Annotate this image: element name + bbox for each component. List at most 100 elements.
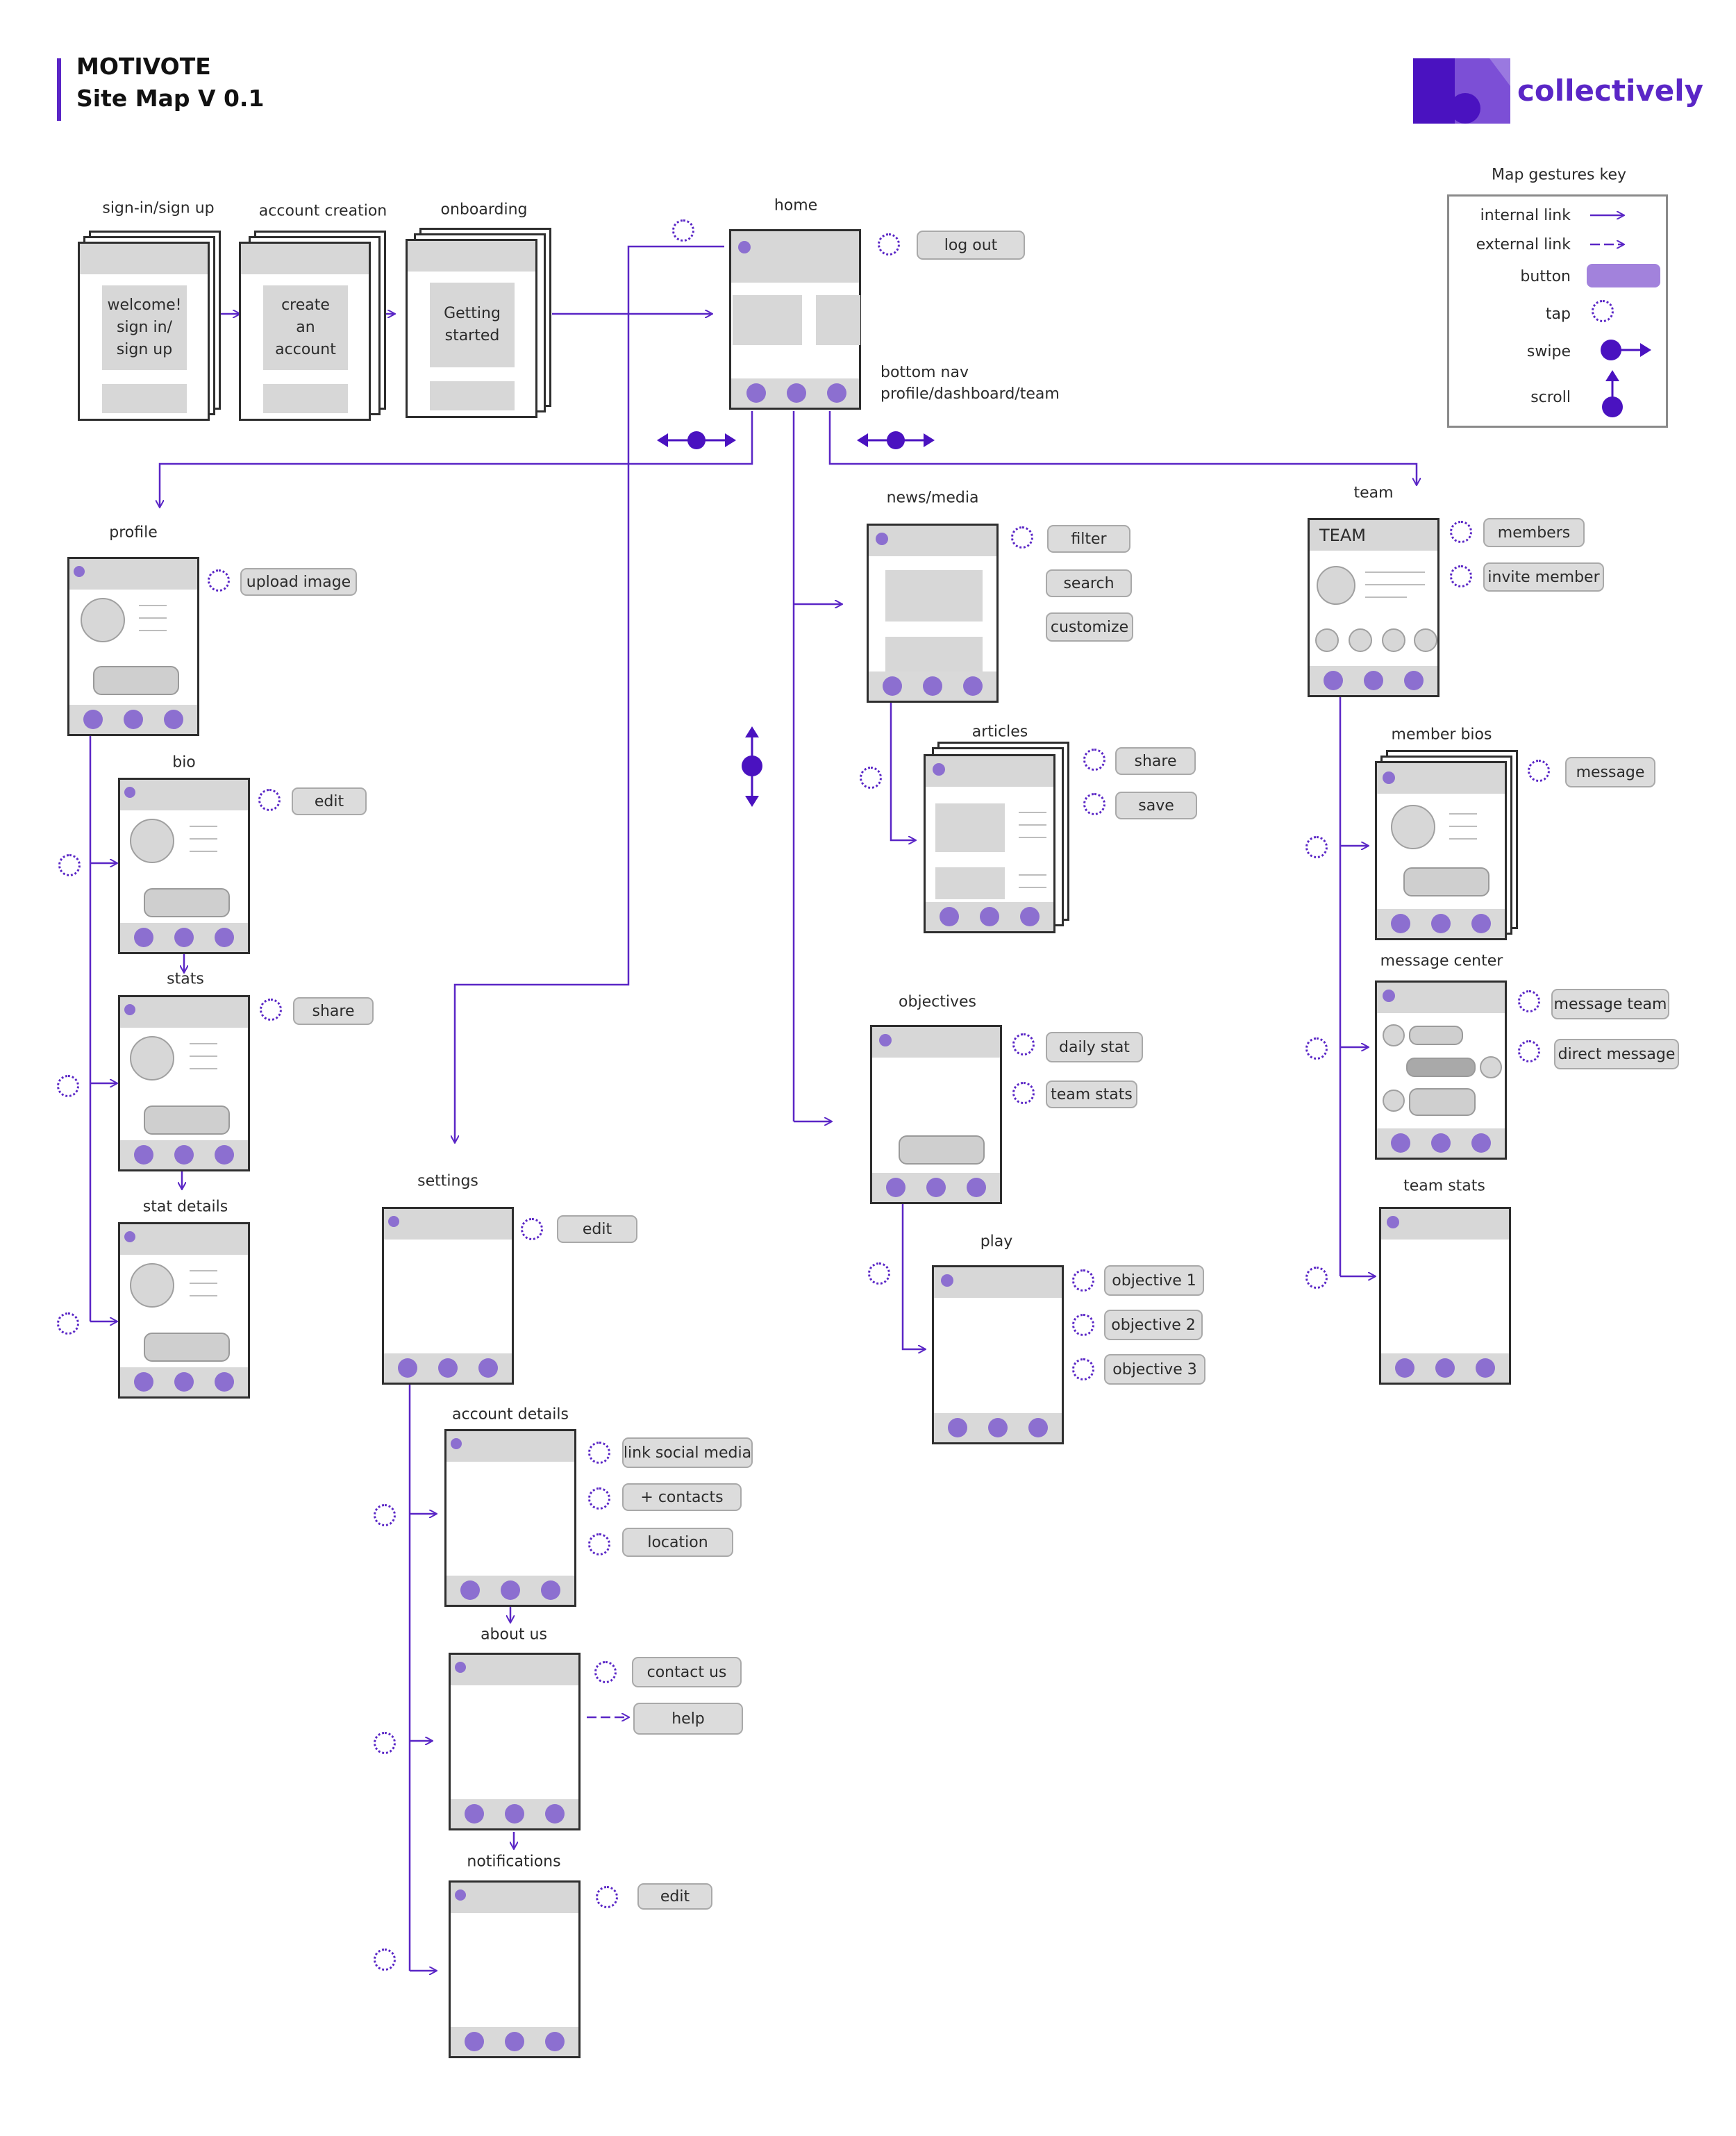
tap-icon — [1083, 749, 1105, 771]
tap-icon — [596, 1886, 618, 1908]
settings-edit-button[interactable]: edit — [557, 1215, 637, 1243]
profile-screen[interactable] — [67, 557, 199, 736]
onboarding-content: Getting started — [430, 283, 515, 367]
contacts-button[interactable]: + contacts — [622, 1483, 742, 1511]
news-media-label: news/media — [886, 489, 979, 507]
notifications-screen[interactable] — [449, 1880, 581, 2058]
stats-share-button[interactable]: share — [293, 997, 374, 1025]
message-team-button[interactable]: message team — [1551, 989, 1669, 1019]
daily-stat-button[interactable]: daily stat — [1046, 1032, 1143, 1062]
notifications-edit-button[interactable]: edit — [637, 1883, 712, 1910]
message-button[interactable]: message — [1565, 757, 1655, 787]
tap-icon — [374, 1504, 396, 1526]
bottom-nav-note-2: profile/dashboard/team — [880, 385, 1060, 403]
tap-icon — [1072, 1358, 1094, 1380]
team-stats-screen[interactable] — [1379, 1207, 1511, 1385]
account-creation-label: account creation — [258, 202, 387, 220]
tap-icon — [58, 854, 81, 876]
tap-icon — [594, 1661, 617, 1683]
play-screen[interactable] — [932, 1265, 1064, 1444]
objective-3-button[interactable]: objective 3 — [1104, 1354, 1205, 1385]
settings-screen[interactable] — [382, 1207, 514, 1385]
onboarding-label: onboarding — [440, 201, 528, 219]
search-button[interactable]: search — [1046, 569, 1132, 597]
tap-icon — [588, 1487, 610, 1510]
articles-label: articles — [971, 723, 1028, 741]
tap-icon — [521, 1218, 543, 1240]
objective-1-button[interactable]: objective 1 — [1104, 1265, 1204, 1296]
tap-icon — [1518, 990, 1540, 1012]
tap-icon — [374, 1949, 396, 1971]
bottom-nav-note: bottom nav — [880, 364, 969, 381]
link-social-media-button[interactable]: link social media — [622, 1437, 753, 1468]
members-button[interactable]: members — [1483, 518, 1585, 547]
team-stats-button[interactable]: team stats — [1046, 1080, 1137, 1108]
brand-logo — [1392, 54, 1510, 124]
account-creation-screen[interactable]: create an account — [239, 242, 371, 421]
bio-screen[interactable] — [118, 778, 250, 954]
direct-message-button[interactable]: direct message — [1554, 1039, 1679, 1069]
bio-edit-button[interactable]: edit — [292, 787, 367, 815]
account-details-label: account details — [452, 1405, 569, 1424]
invite-member-button[interactable]: invite member — [1483, 562, 1604, 592]
objective-2-button[interactable]: objective 2 — [1104, 1310, 1203, 1340]
stat-details-screen[interactable] — [118, 1222, 250, 1399]
objectives-label: objectives — [899, 993, 976, 1011]
signin-content: welcome! sign in/ sign up — [102, 285, 187, 370]
tap-icon — [258, 789, 281, 811]
message-center-screen[interactable] — [1375, 981, 1507, 1160]
upload-image-button[interactable]: upload image — [240, 568, 357, 596]
notifications-label: notifications — [467, 1853, 561, 1871]
key-internal-link: internal link — [1480, 207, 1571, 224]
message-center-label: message center — [1380, 952, 1503, 970]
settings-label: settings — [417, 1172, 478, 1190]
help-button[interactable]: help — [633, 1703, 743, 1735]
filter-button[interactable]: filter — [1047, 525, 1130, 553]
tap-icon — [1518, 1040, 1540, 1062]
news-media-screen[interactable] — [867, 524, 999, 703]
signin-screen[interactable]: welcome! sign in/ sign up — [78, 242, 210, 421]
about-us-label: about us — [481, 1626, 547, 1644]
contact-us-button[interactable]: contact us — [632, 1657, 742, 1687]
team-stats-label: team stats — [1403, 1177, 1485, 1195]
tap-icon — [1528, 760, 1550, 782]
gesture-key — [1447, 194, 1668, 428]
tap-icon — [672, 219, 694, 242]
key-tap-icon — [1592, 300, 1614, 322]
tap-icon — [588, 1442, 610, 1464]
stat-details-label: stat details — [142, 1198, 228, 1216]
key-title: Map gestures key — [1491, 166, 1627, 184]
account-details-screen[interactable] — [444, 1429, 576, 1607]
tap-icon — [878, 233, 900, 256]
team-screen[interactable]: TEAM — [1308, 518, 1439, 697]
articles-screen[interactable] — [924, 754, 1055, 933]
location-button[interactable]: location — [622, 1528, 733, 1557]
member-bios-screen[interactable] — [1375, 761, 1507, 940]
customize-button[interactable]: customize — [1046, 612, 1133, 642]
tap-icon — [260, 999, 282, 1021]
key-scroll: scroll — [1530, 389, 1571, 406]
stats-label: stats — [167, 970, 204, 988]
team-label: team — [1353, 484, 1394, 502]
team-header: TEAM — [1319, 526, 1366, 545]
tap-icon — [1011, 526, 1033, 549]
tap-icon — [57, 1075, 79, 1097]
articles-share-button[interactable]: share — [1115, 747, 1196, 775]
account-creation-content: create an account — [263, 285, 348, 370]
objectives-screen[interactable] — [870, 1025, 1002, 1204]
profile-label: profile — [109, 524, 158, 542]
about-us-screen[interactable] — [449, 1653, 581, 1830]
onboarding-screen[interactable]: Getting started — [406, 239, 537, 418]
play-label: play — [980, 1233, 1013, 1251]
tap-icon — [588, 1533, 610, 1555]
signin-label: sign-in/sign up — [102, 199, 215, 217]
articles-save-button[interactable]: save — [1115, 792, 1197, 819]
log-out-button[interactable]: log out — [917, 231, 1025, 260]
bio-label: bio — [172, 753, 196, 771]
home-label: home — [774, 197, 818, 215]
home-screen[interactable] — [729, 229, 861, 410]
collectively-logo-icon — [1392, 54, 1510, 124]
page-title: MOTIVOTE — [76, 53, 211, 80]
stats-screen[interactable] — [118, 995, 250, 1171]
page-subtitle: Site Map V 0.1 — [76, 85, 265, 112]
